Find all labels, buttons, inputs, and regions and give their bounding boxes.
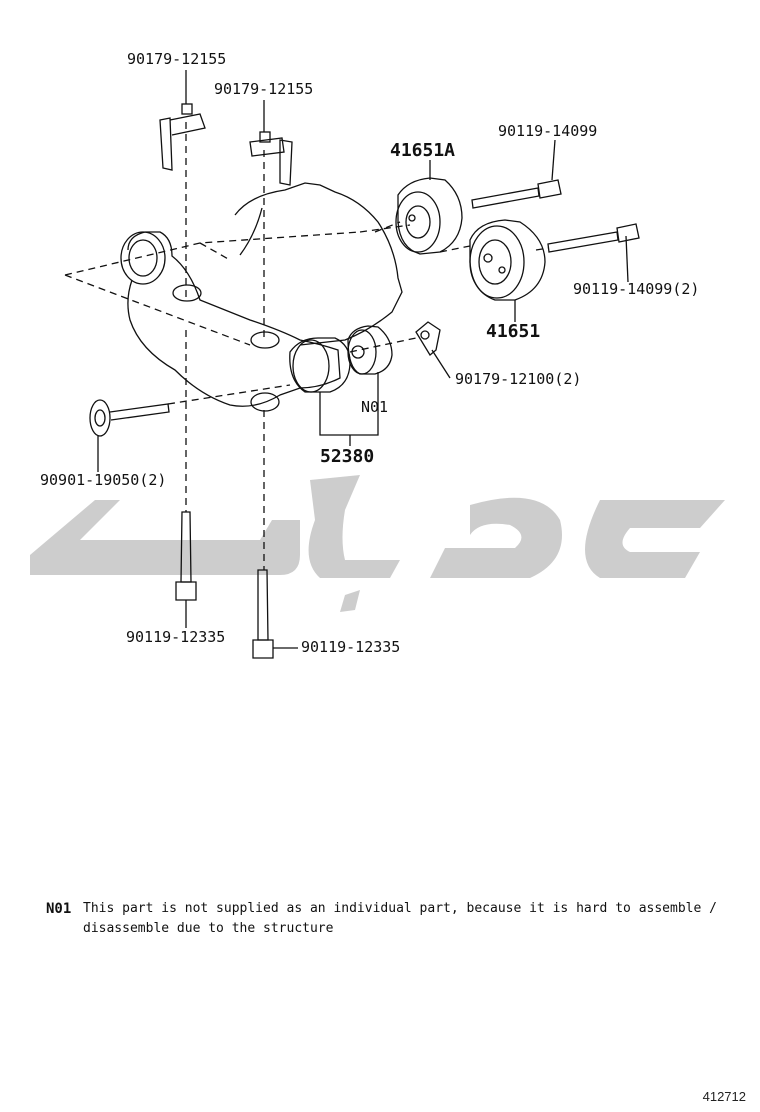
leader-lines: [97, 70, 629, 649]
member-center-boss: [172, 284, 202, 302]
mount-41651a-icon: [395, 177, 463, 255]
vertical-bolt-left-icon: [175, 511, 197, 601]
label-mount-b: 41651: [486, 321, 541, 342]
bracket-bolt-left-icon: [159, 103, 206, 171]
label-long-bolt-lower: 90119-14099(2): [573, 280, 700, 298]
label-vertical-bolt-left: 90119-12335: [126, 628, 226, 646]
assembly-lines: [167, 122, 549, 570]
label-mount-a: 41651A: [390, 140, 456, 161]
footnote-text: This part is not supplied as an individu…: [83, 901, 717, 936]
bushing-n01-icon: [347, 325, 393, 375]
long-bolt-lower-icon: [547, 223, 640, 253]
washer-bolt-icon: [89, 399, 170, 437]
illustration-id: 412712: [702, 1089, 746, 1104]
footnote-code: N01: [46, 901, 72, 917]
support-member-body: [127, 231, 341, 407]
label-bracket-nut: 90179-12100(2): [455, 370, 582, 388]
label-support-member: 52380: [320, 446, 375, 467]
differential-housing: [234, 182, 403, 346]
bracket-nut-icon: [415, 321, 441, 356]
label-washer-bolt: 90901-19050(2): [40, 471, 167, 489]
label-bracket-bolt-left: 90179-12155: [127, 50, 227, 68]
vertical-bolt-right-icon: [252, 569, 274, 659]
watermark-logo: [30, 475, 725, 612]
long-bolt-upper-icon: [471, 179, 562, 209]
bracket-bolt-right-icon: [249, 131, 293, 186]
dashed-frame: [64, 224, 411, 346]
label-vertical-bolt-right: 90119-12335: [301, 638, 401, 656]
label-bracket-bolt-right: 90179-12155: [214, 80, 314, 98]
mount-41651-icon: [469, 219, 546, 301]
member-left-bushing: [120, 231, 166, 285]
label-long-bolt-upper: 90119-14099: [498, 122, 598, 140]
label-note-ref: N01: [361, 398, 389, 416]
